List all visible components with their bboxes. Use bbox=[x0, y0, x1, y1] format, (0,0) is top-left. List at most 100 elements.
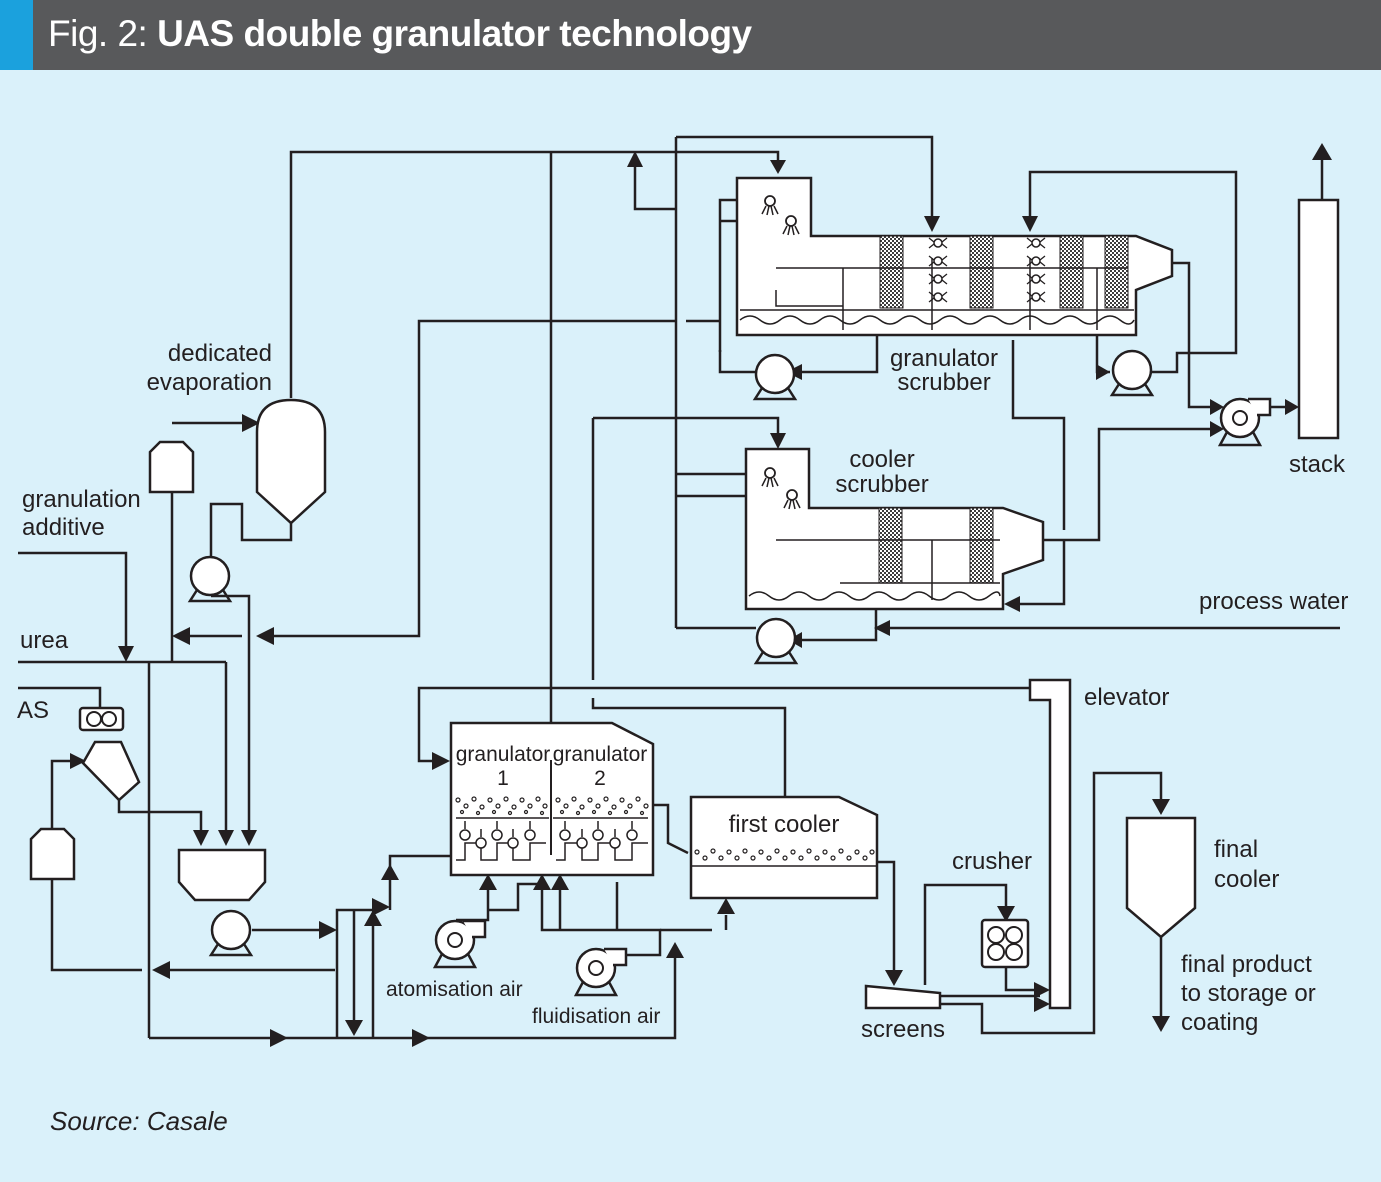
line-gran-to-cooler bbox=[653, 803, 689, 855]
arrow-fluid-up bbox=[551, 874, 569, 890]
arrow-feed-up bbox=[381, 864, 399, 880]
arrow-fluid-cooler bbox=[717, 898, 735, 914]
gs-pump-right-icon bbox=[1110, 349, 1154, 397]
line-screens-to-final bbox=[940, 771, 1163, 1035]
line-cs-exhaust bbox=[1043, 427, 1215, 542]
line-atomisation-air bbox=[456, 888, 490, 922]
exhaust-fan-icon bbox=[1218, 397, 1272, 447]
line-cooler-to-screens bbox=[877, 860, 896, 976]
arrow-recycle-in bbox=[432, 752, 450, 770]
granulator-scrubber bbox=[735, 176, 1174, 401]
stack-vessel bbox=[1297, 198, 1340, 440]
arrow-process-water bbox=[874, 620, 890, 636]
arrow-cs-return bbox=[1004, 596, 1020, 612]
evap-pump-icon bbox=[188, 555, 232, 603]
evaporation-unit bbox=[148, 398, 327, 603]
gs-pump-left-icon bbox=[753, 353, 797, 401]
line-gs-exhaust bbox=[1172, 261, 1215, 409]
label-elevator: elevator bbox=[1084, 684, 1169, 711]
arrow-manifold-down bbox=[345, 1020, 363, 1036]
cs-packing-2 bbox=[969, 507, 994, 584]
arrow-mixer3 bbox=[241, 830, 257, 846]
atomisation-fan-icon bbox=[433, 919, 487, 969]
arrow-mixer1 bbox=[193, 830, 209, 846]
figure-title-main: UAS double granulator technology bbox=[157, 13, 752, 54]
cs-pump-icon bbox=[754, 617, 798, 665]
line-top-spray bbox=[676, 150, 780, 162]
line-elevator-recycle bbox=[417, 686, 1030, 763]
final-cooler-vessel bbox=[1125, 816, 1197, 939]
arrow-bottom-up bbox=[666, 942, 684, 958]
arrow-crusher-down bbox=[997, 906, 1015, 922]
arrow-stack-up bbox=[1312, 143, 1332, 160]
label-fluidisation-air: fluidisation air bbox=[532, 1005, 660, 1028]
line-riser-top bbox=[593, 416, 780, 437]
line-cs-pump-up bbox=[798, 610, 878, 642]
arrow-recycle-left bbox=[152, 961, 170, 979]
arrow-circ-right bbox=[1022, 216, 1038, 232]
label-stack: stack bbox=[1289, 451, 1346, 478]
arrow-manifold-up bbox=[364, 910, 382, 926]
arrow-elevator-in2 bbox=[1034, 996, 1050, 1012]
line-vapor-return bbox=[633, 163, 676, 211]
cs-packing-1 bbox=[878, 507, 903, 584]
arrow-evap-left1 bbox=[256, 627, 274, 645]
elevator-unit bbox=[1028, 678, 1072, 1010]
line-as-silo-loop bbox=[50, 878, 142, 972]
label-process-water: process water bbox=[1199, 588, 1348, 615]
line-as-crusher bbox=[117, 790, 203, 840]
line-top-to-scrubber bbox=[676, 135, 934, 216]
screening-section bbox=[864, 678, 1072, 1010]
line-gs-circ-right bbox=[1028, 170, 1238, 374]
figure-title: Fig. 2: UAS double granulator technology bbox=[48, 12, 752, 56]
line-evaporation-top bbox=[289, 150, 677, 398]
arrow-as-silo bbox=[70, 753, 86, 769]
arrow-evap-left2 bbox=[172, 627, 190, 645]
line-feed-manifold bbox=[335, 908, 372, 1038]
arrow-mixer2 bbox=[218, 830, 234, 846]
arrow-atom-up bbox=[479, 874, 497, 890]
arrow-bottom2 bbox=[412, 1029, 430, 1047]
arrow-additive bbox=[118, 646, 134, 662]
final-cooler-unit bbox=[1125, 816, 1197, 939]
line-cs-right-return bbox=[1010, 540, 1066, 606]
mixer-unit bbox=[177, 848, 267, 957]
arrow-atom-up2 bbox=[533, 874, 551, 890]
arrow-cs-top bbox=[770, 433, 786, 449]
figure-title-prefix: Fig. 2: bbox=[48, 13, 158, 54]
fluidisation-fan-icon bbox=[574, 947, 628, 997]
line-atom-split bbox=[488, 882, 542, 912]
arrow-scrubber-feed bbox=[924, 216, 940, 232]
arrow-exhaust-fan bbox=[1210, 399, 1224, 415]
gs-packing-3 bbox=[1059, 235, 1084, 309]
crusher-unit bbox=[980, 918, 1030, 969]
line-first-cooler-vent bbox=[591, 698, 787, 797]
gs-packing-1 bbox=[879, 235, 904, 309]
line-as-silo-up bbox=[50, 759, 80, 830]
header-accent-bar bbox=[0, 0, 33, 70]
figure-source: Source: Casale bbox=[50, 1106, 228, 1136]
line-feed-to-gran bbox=[388, 854, 450, 868]
evaporator-vessel bbox=[255, 398, 327, 525]
granulator-bed bbox=[455, 796, 649, 816]
line-as-feed bbox=[18, 686, 102, 707]
label-as: AS bbox=[17, 697, 49, 724]
cooler-scrubber bbox=[744, 447, 1045, 665]
arrowheads bbox=[70, 143, 1332, 1047]
arrow-top-spray bbox=[770, 160, 786, 174]
arrow-screens-down bbox=[885, 970, 903, 986]
gs-packing-4 bbox=[1104, 235, 1129, 309]
first-cooler-vessel bbox=[689, 795, 879, 900]
line-pump-to-mixer bbox=[211, 594, 251, 840]
arrow-top-up bbox=[627, 151, 643, 167]
label-crusher: crusher bbox=[952, 848, 1032, 875]
stack-and-fan bbox=[1218, 198, 1340, 447]
arrow-cs-exhaust-fan bbox=[1210, 421, 1224, 437]
